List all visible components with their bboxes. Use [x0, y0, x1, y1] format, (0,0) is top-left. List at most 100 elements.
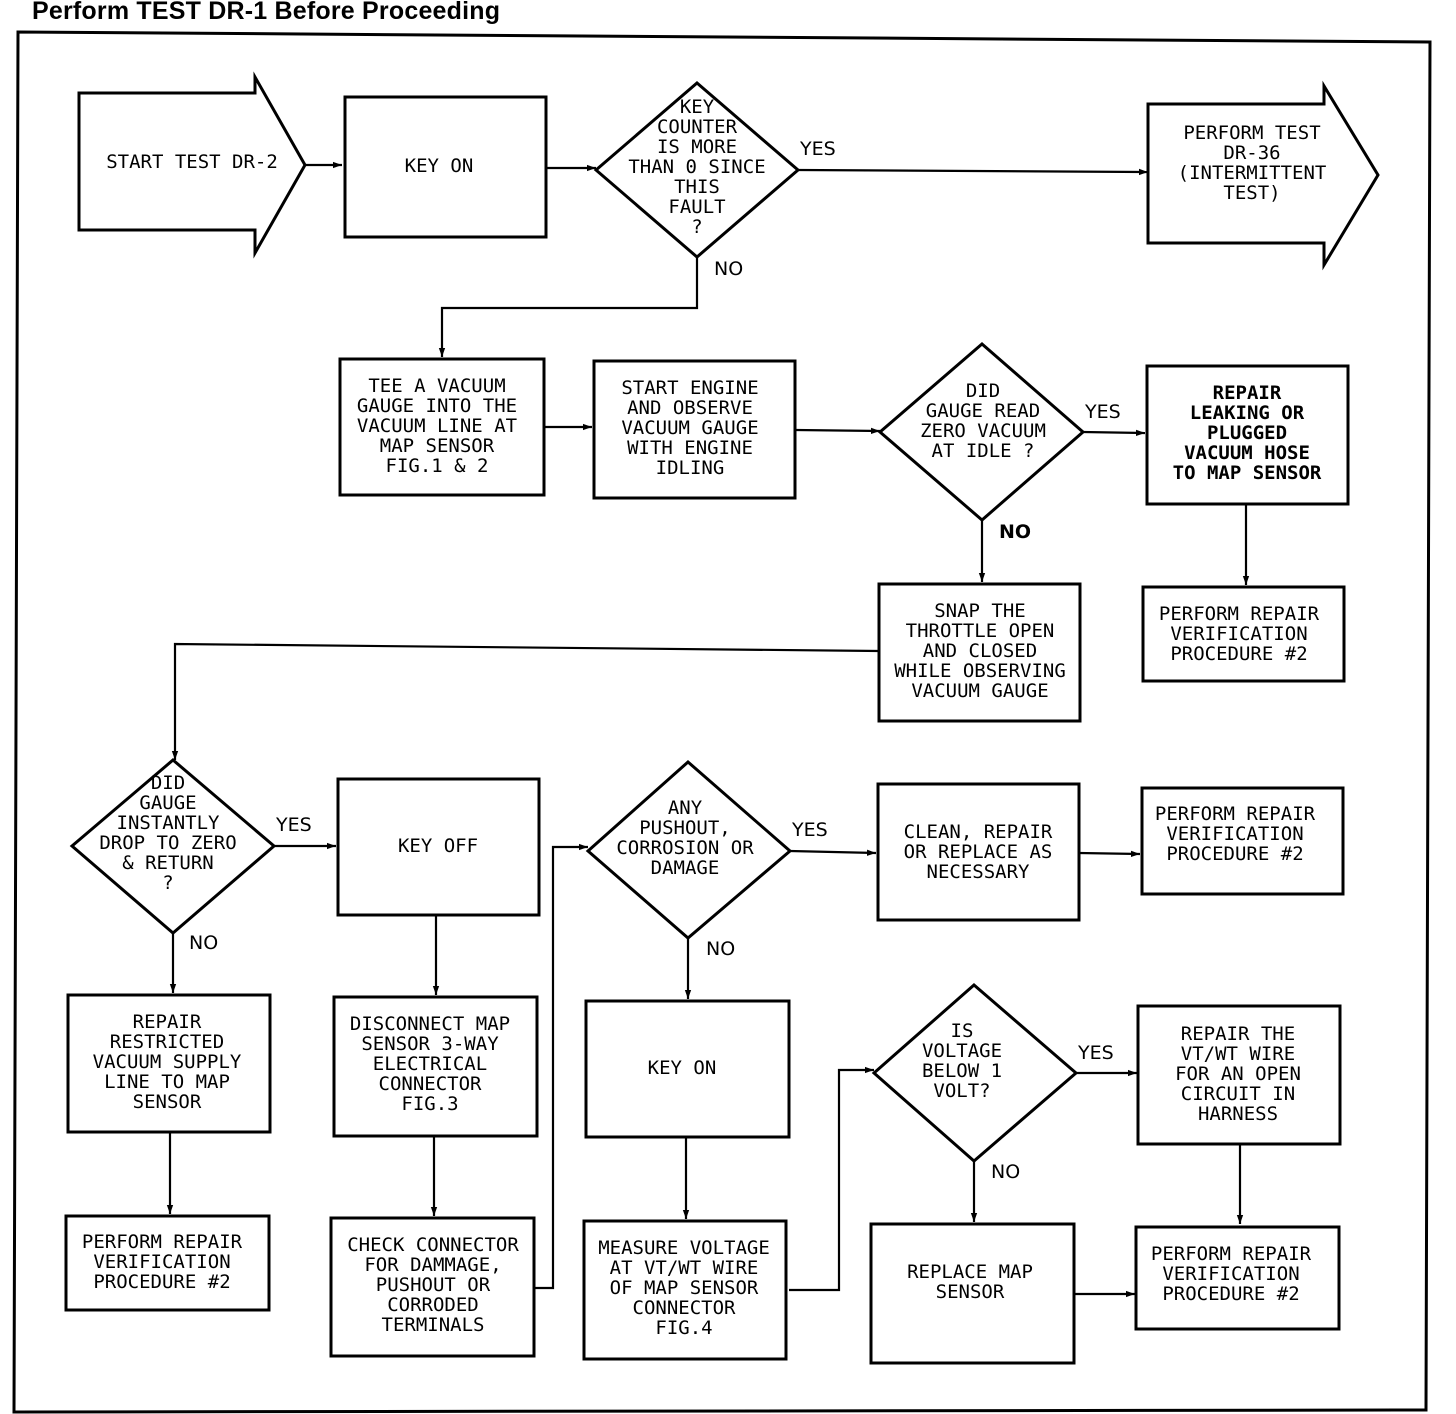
clean-repair-box [876, 782, 1081, 922]
repair-hose-box [1145, 364, 1350, 506]
node-text-line: ? [162, 872, 173, 894]
key-on-box-2 [584, 999, 791, 1139]
node-text-line: AND OBSERVE [627, 397, 753, 419]
node-text-line: FIG.1 & 2 [386, 455, 489, 477]
node-text-line: VACUUM GAUGE [911, 680, 1048, 702]
node-text-line: KEY ON [648, 1057, 717, 1079]
node-text-line: REPAIR [1213, 382, 1282, 404]
tee-gauge-box [338, 357, 546, 497]
node-text-line: DID [151, 772, 185, 794]
node-text-line: VOLTAGE [922, 1040, 1002, 1062]
voltage-no-label: NO [991, 1161, 1020, 1183]
node-text-line: KEY ON [405, 155, 474, 177]
outer-frame [12, 30, 1432, 1414]
node-text-line: IDLING [656, 457, 725, 479]
node-text-line: DR-36 [1223, 142, 1280, 164]
gauge-drop-decision [69, 758, 277, 935]
node-text-line: REPAIR [133, 1011, 202, 1033]
node-text-line: HARNESS [1198, 1103, 1278, 1125]
measure-voltage-box [582, 1219, 788, 1361]
node-text-line: REPAIR THE [1181, 1023, 1295, 1045]
node-text-line: & RETURN [122, 852, 214, 874]
node-text-line: (INTERMITTENT [1178, 162, 1327, 184]
node-text-line: SENSOR [936, 1281, 1005, 1303]
pushout-decision [585, 760, 793, 940]
node-text-line: SNAP THE [934, 600, 1026, 622]
node-text-line: CORRODED [387, 1294, 479, 1316]
voltage-decision [871, 983, 1079, 1163]
node-text-line: LEAKING OR [1190, 402, 1305, 424]
node-text-line: VACUUM HOSE [1184, 442, 1310, 464]
voltage-yes-label: YES [1077, 1042, 1114, 1064]
node-text-line: PERFORM REPAIR [1151, 1243, 1312, 1265]
arrow-measure-to-voltage [789, 1066, 874, 1292]
disconnect-box [332, 995, 539, 1138]
check-connector-box [329, 1216, 536, 1358]
node-text-line: KEY [680, 96, 715, 118]
gauge-drop-no-label: NO [189, 932, 218, 954]
key-off-box [336, 777, 541, 917]
node-text-line: THAN 0 SINCE [628, 156, 765, 178]
pushout-no-label: NO [706, 938, 735, 960]
node-text-line: PROCEDURE #2 [1162, 1283, 1299, 1305]
node-text-line: CONNECTOR [379, 1073, 483, 1095]
replace-sensor-box [869, 1222, 1076, 1365]
node-text-line: PLUGGED [1207, 422, 1287, 444]
node-text-line: AND CLOSED [923, 640, 1037, 662]
node-text-line: THIS [674, 176, 720, 198]
node-text-line: REPLACE MAP [907, 1261, 1033, 1283]
node-text-line: PERFORM REPAIR [82, 1231, 243, 1253]
node-text-line: VERIFICATION [1162, 1263, 1299, 1285]
node-text-line: SENSOR [133, 1091, 202, 1113]
node-text-line: MAP SENSOR [380, 435, 495, 457]
node-text-line: INSTANTLY [117, 812, 221, 834]
repair-supply-box [66, 993, 272, 1134]
branch-labels: YES NO YES NO YES NO YES NO YES NO [189, 138, 1121, 1183]
gauge-drop-yes-label: YES [275, 814, 312, 836]
node-text-line: DROP TO ZERO [99, 832, 236, 854]
node-text-line: WHILE OBSERVING [894, 660, 1066, 682]
node-text-line: PERFORM TEST [1183, 122, 1320, 144]
start-arrow-shape [77, 71, 307, 259]
key-on-2-text: KEY ON [648, 1057, 717, 1079]
node-text-line: VERIFICATION [1166, 823, 1303, 845]
key-counter-no-label: NO [714, 258, 743, 280]
node-text-line: RESTRICTED [110, 1031, 224, 1053]
node-text-line: IS [951, 1020, 974, 1042]
node-text-line: VERIFICATION [1170, 623, 1307, 645]
key-counter-decision [593, 81, 801, 259]
node-text-line: FIG.3 [401, 1093, 458, 1115]
node-text-line: ? [691, 216, 702, 238]
node-text-line: LINE TO MAP [104, 1071, 230, 1093]
node-text-line: VACUUM LINE AT [357, 415, 517, 437]
start-engine-box [592, 359, 797, 500]
node-text-line: PROCEDURE #2 [1166, 843, 1303, 865]
node-text-line: NECESSARY [927, 861, 1031, 883]
node-text-line: TEST) [1223, 182, 1280, 204]
node-text-line: PUSHOUT OR [376, 1274, 491, 1296]
node-text-line: TO MAP SENSOR [1173, 462, 1322, 484]
zero-vacuum-no-label: NO [999, 521, 1031, 543]
node-text-line: DID [966, 380, 1000, 402]
arrow-key-counter-yes [797, 168, 1149, 176]
node-text-line: BELOW 1 [922, 1060, 1002, 1082]
node-text-line: IS MORE [657, 136, 737, 158]
node-text-line: VERIFICATION [93, 1251, 230, 1273]
node-text-line: FIG.4 [655, 1317, 712, 1339]
node-text-line: ANY [668, 797, 703, 819]
node-text-line: OF MAP SENSOR [610, 1277, 759, 1299]
